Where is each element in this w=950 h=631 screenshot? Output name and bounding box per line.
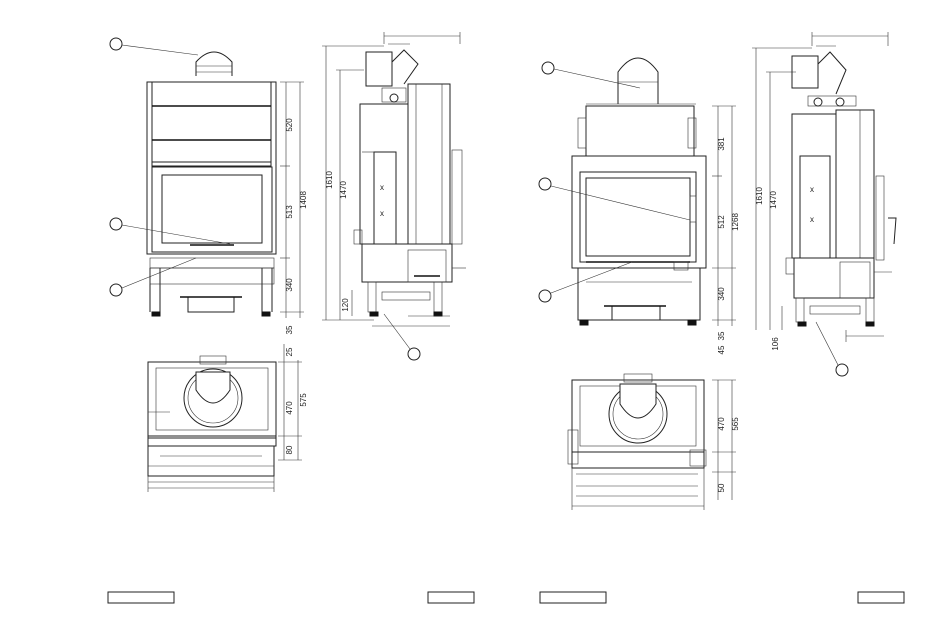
dim-label: 575 xyxy=(299,393,308,407)
callout-circle xyxy=(110,38,122,50)
right-sheet: 381 512 1268 340 45 35 1610 1470 xyxy=(539,32,904,603)
callout-circle xyxy=(539,290,551,302)
callout-circle xyxy=(539,178,551,190)
dim-label: 1610 xyxy=(755,187,764,205)
right-plan-view: 470 565 50 xyxy=(568,374,740,510)
svg-text:x: x xyxy=(380,183,384,192)
svg-text:x: x xyxy=(810,185,814,194)
dim-label: 25 xyxy=(285,347,294,356)
callout-circle xyxy=(836,364,848,376)
left-side-view: 1610 1470 x x xyxy=(322,32,466,360)
callout-circle xyxy=(110,218,122,230)
dim-label: 340 xyxy=(717,287,726,301)
dim-label: 45 xyxy=(717,345,726,354)
dim-label: 340 xyxy=(285,278,294,292)
right-front-view: 381 512 1268 340 45 35 xyxy=(539,58,740,354)
dim-label: 1610 xyxy=(325,171,334,189)
title-block-box xyxy=(108,592,174,603)
dim-label: 35 xyxy=(717,331,726,340)
left-sheet: 520 513 1408 340 35 1610 1470 xyxy=(108,32,474,603)
dim-label: 35 xyxy=(285,325,294,334)
dim-label: 512 xyxy=(717,215,726,229)
dim-label: 1470 xyxy=(769,191,778,209)
callout-circle xyxy=(408,348,420,360)
dim-label: 1470 xyxy=(339,181,348,199)
dim-label: 381 xyxy=(717,137,726,151)
dim-label: 470 xyxy=(717,417,726,431)
dim-label: 106 xyxy=(771,337,780,351)
left-front-view: 520 513 1408 340 35 xyxy=(110,38,308,334)
page-number-box xyxy=(428,592,474,603)
dim-label: 520 xyxy=(285,118,294,132)
dim-label: 1268 xyxy=(731,213,740,231)
dim-label: 120 xyxy=(341,298,350,312)
dim-label: 513 xyxy=(285,205,294,219)
title-block-box xyxy=(540,592,606,603)
callout-circle xyxy=(110,284,122,296)
svg-text:x: x xyxy=(810,215,814,224)
dim-label: 50 xyxy=(717,483,726,492)
dim-label: 470 xyxy=(285,401,294,415)
svg-text:x: x xyxy=(380,209,384,218)
ash-tray xyxy=(612,306,660,320)
dim-label: 80 xyxy=(285,445,294,454)
callout-circle xyxy=(542,62,554,74)
dim-label: 565 xyxy=(731,417,740,431)
left-plan-view: 25 470 575 80 xyxy=(148,344,308,492)
ash-tray xyxy=(188,297,234,312)
right-side-view: 1610 1470 x x xyxy=(752,32,896,376)
page-number-box xyxy=(858,592,904,603)
dim-label: 1408 xyxy=(299,191,308,209)
